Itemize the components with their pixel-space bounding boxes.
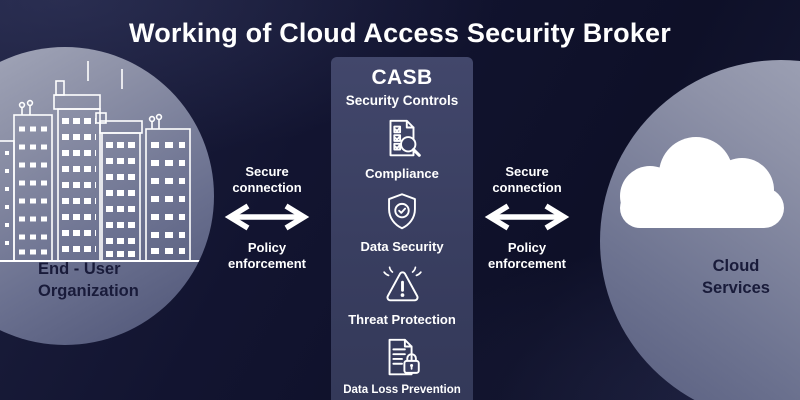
bidirectional-arrow-icon	[484, 203, 570, 231]
secure-connection-label-left: Secure connection	[232, 164, 302, 195]
shield-check-icon	[388, 193, 416, 230]
end-user-organization-label: End - User Organization	[38, 260, 139, 300]
casb-panel: CASB Security Controls Compliance Data	[331, 57, 473, 400]
page-title: Working of Cloud Access Security Broker	[129, 18, 671, 48]
warning-triangle-icon	[382, 266, 422, 302]
data-security-label: Data Security	[360, 239, 444, 254]
left-connection: Secure connection Policy enforcement	[216, 164, 318, 271]
policy-enforcement-label-left: Policy enforcement	[227, 239, 307, 271]
city-buildings-illustration	[0, 61, 212, 262]
casb-title: CASB	[371, 66, 433, 89]
compliance-audit-icon	[389, 119, 421, 157]
end-user-organization-circle: End - User Organization	[0, 47, 214, 345]
cloud-services-circle: Cloud Services	[600, 60, 800, 400]
cloud-services-label: Cloud Services	[702, 257, 770, 297]
bidirectional-arrow-icon	[224, 203, 310, 231]
document-lock-icon	[388, 338, 420, 376]
threat-protection-label: Threat Protection	[348, 312, 456, 327]
cloud-icon	[620, 137, 784, 228]
data-loss-prevention-label: Data Loss Prevention	[343, 384, 461, 396]
compliance-label: Compliance	[365, 166, 439, 181]
right-connection: Secure connection Policy enforcement	[476, 164, 578, 271]
policy-enforcement-label-right: Policy enforcement	[487, 239, 567, 271]
casb-subtitle: Security Controls	[345, 93, 459, 108]
secure-connection-label-right: Secure connection	[492, 164, 562, 195]
